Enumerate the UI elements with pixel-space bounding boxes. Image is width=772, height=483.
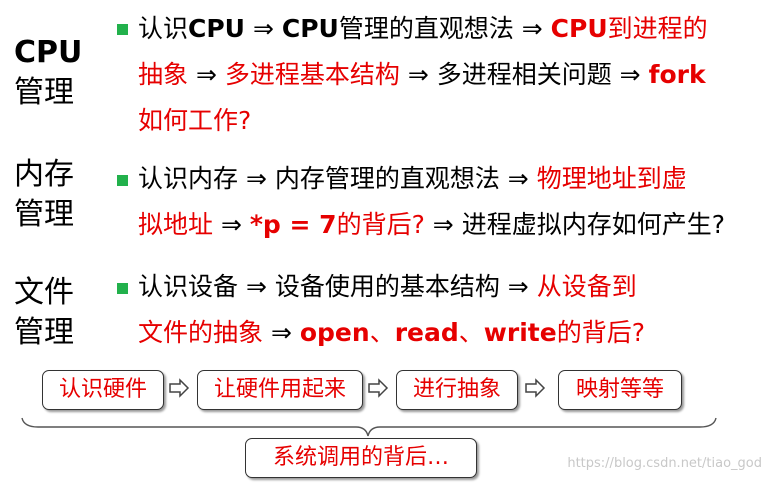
text-run: 、 xyxy=(458,318,484,347)
memory-line-1: 认识内存 ⇒ 内存管理的直观想法 ⇒ 物理地址到虚 xyxy=(138,163,687,195)
flow-step-3: 进行抽象 xyxy=(396,370,518,410)
text-run: 多进程基本结构 xyxy=(224,60,400,89)
text-run: 认识 xyxy=(138,14,189,43)
bullet-icon xyxy=(117,283,128,294)
text-run: open xyxy=(299,318,370,347)
flow-step-4: 映射等等 xyxy=(558,370,682,410)
section-cpu-label: CPU 管理 xyxy=(14,33,82,113)
text-run: ⇒ xyxy=(245,14,282,43)
file-line-2: 文件的抽象 ⇒ open、read、write的背后? xyxy=(138,317,645,349)
text-run: ⇒ xyxy=(263,318,300,347)
text-run: fork xyxy=(648,60,706,89)
text-run: CPU xyxy=(281,14,339,43)
bullet-icon xyxy=(117,175,128,186)
bullet-icon xyxy=(117,24,128,35)
text-run: 管理的直观想法 ⇒ xyxy=(338,14,551,43)
text-run: write xyxy=(483,318,557,347)
section-label-line: 管理 xyxy=(14,75,74,110)
text-run: read xyxy=(394,318,459,347)
brace-connector xyxy=(21,417,717,437)
text-run: *p = 7 xyxy=(249,210,337,239)
flow-step-2: 让硬件用起来 xyxy=(197,370,363,410)
arrow-right-icon xyxy=(368,378,389,398)
cpu-line-1: 认识CPU ⇒ CPU管理的直观想法 ⇒ CPU到进程的 xyxy=(138,13,708,45)
file-line-1: 认识设备 ⇒ 设备使用的基本结构 ⇒ 从设备到 xyxy=(138,271,637,303)
section-label-line: 内存 xyxy=(14,157,74,192)
text-run: ⇒ xyxy=(188,60,225,89)
text-run: 拟地址 xyxy=(138,210,214,239)
summary-box: 系统调用的背后… xyxy=(245,438,477,478)
section-label-line: 管理 xyxy=(14,315,74,350)
text-run: CPU xyxy=(550,14,608,43)
section-label-line: 管理 xyxy=(14,197,74,232)
cpu-line-2: 抽象 ⇒ 多进程基本结构 ⇒ 多进程相关问题 ⇒ fork xyxy=(138,59,706,91)
text-run: 抽象 xyxy=(138,60,189,89)
cpu-line-3: 如何工作? xyxy=(138,105,251,137)
section-file-label: 文件 管理 xyxy=(14,273,74,353)
text-run: 物理地址到虚 xyxy=(536,164,687,193)
text-run: ⇒ 进程虚拟内存如何产生? xyxy=(424,210,725,239)
text-run: 认识设备 ⇒ 设备使用的基本结构 ⇒ xyxy=(138,272,537,301)
section-label-line: CPU xyxy=(14,35,83,70)
text-run: CPU xyxy=(188,14,245,43)
watermark: https://blog.csdn.net/tiao_god xyxy=(567,456,762,471)
arrow-right-icon xyxy=(169,378,190,398)
text-run: 文件的抽象 xyxy=(138,318,264,347)
text-run: 如何工作? xyxy=(138,106,252,135)
text-run: ⇒ xyxy=(213,210,250,239)
section-label-line: 文件 xyxy=(14,275,74,310)
text-run: 到进程的 xyxy=(607,14,708,43)
flow-step-1: 认识硬件 xyxy=(42,370,164,410)
arrow-right-icon xyxy=(525,378,546,398)
text-run: 、 xyxy=(369,318,395,347)
text-run: 的背后? xyxy=(336,210,425,239)
text-run: ⇒ 多进程相关问题 ⇒ xyxy=(399,60,649,89)
text-run: 认识内存 ⇒ 内存管理的直观想法 ⇒ xyxy=(138,164,537,193)
text-run: 的背后? xyxy=(556,318,645,347)
section-memory-label: 内存 管理 xyxy=(14,155,74,235)
memory-line-2: 拟地址 ⇒ *p = 7的背后? ⇒ 进程虚拟内存如何产生? xyxy=(138,209,725,241)
text-run: 从设备到 xyxy=(536,272,637,301)
